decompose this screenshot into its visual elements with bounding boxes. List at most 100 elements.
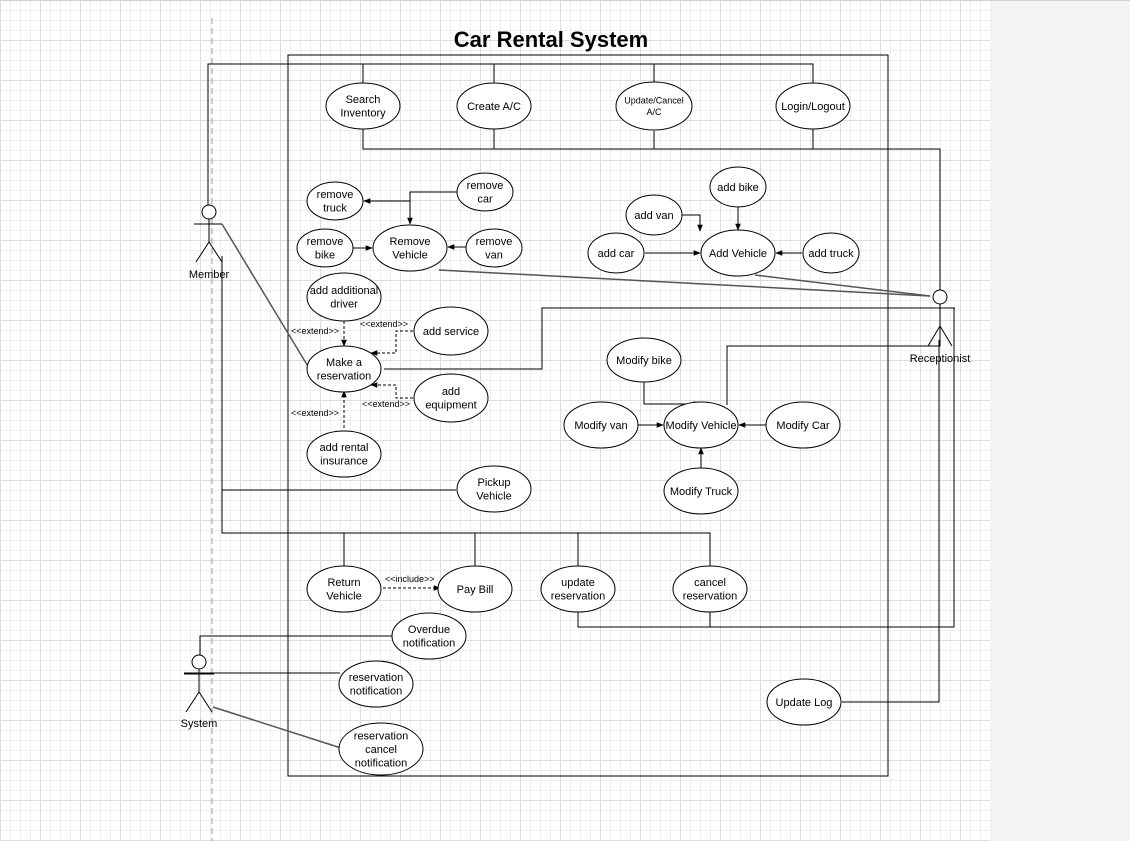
use-case-remove-van[interactable]: remove van (465, 228, 523, 268)
use-case-label: Overdue (408, 624, 450, 636)
use-case-label: reservation (349, 672, 403, 684)
actor-receptionist-label: Receptionist (910, 353, 971, 365)
use-case-label: cancel (365, 744, 397, 756)
use-case-label: remove (317, 189, 354, 201)
use-case-shape (437, 565, 513, 613)
use-case-shape (413, 373, 489, 423)
actor-system[interactable] (184, 654, 214, 713)
use-case-shape (672, 565, 748, 613)
use-case-pay-bill[interactable]: Pay Bill (437, 565, 513, 613)
use-case-label: Return (327, 577, 360, 589)
use-case-shape (338, 660, 414, 708)
use-case-shape (306, 345, 382, 393)
use-case-label: Make a (326, 357, 363, 369)
use-case-modify-truck[interactable]: Modify Truck (663, 467, 739, 515)
use-case-shape (306, 430, 382, 478)
use-case-label: update (561, 577, 595, 589)
use-case-shape (413, 306, 489, 356)
use-case-label: add (442, 386, 460, 398)
use-case-add-van[interactable]: add van (625, 194, 683, 236)
use-case-add-rental-insurance[interactable]: add rental insurance (306, 430, 382, 478)
use-case-add-vehicle[interactable]: Add Vehicle (700, 229, 776, 277)
use-case-label: reservation (551, 591, 605, 603)
use-case-label: Pickup (477, 477, 510, 489)
actor-system-label: System (181, 718, 218, 730)
use-case-label: add rental (320, 442, 369, 454)
use-case-shape (615, 81, 693, 131)
diagram-title: Car Rental System (454, 27, 648, 52)
use-case-shape (563, 401, 639, 449)
use-case-label: reservation (354, 730, 408, 742)
use-case-label: notification (355, 757, 408, 769)
system-boundary (287, 54, 889, 777)
use-case-add-equipment[interactable]: add equipment (413, 373, 489, 423)
use-case-modify-van[interactable]: Modify van (563, 401, 639, 449)
use-case-shape (663, 467, 739, 515)
use-case-label: add van (634, 210, 673, 222)
use-case-shape (606, 337, 682, 383)
use-case-login-logout[interactable]: Login/Logout (775, 82, 851, 130)
use-case-label: Search (346, 94, 381, 106)
use-case-label: car (477, 194, 493, 206)
use-case-update-reservation[interactable]: update reservation (540, 565, 616, 613)
use-case-update-log[interactable]: Update Log (766, 678, 842, 726)
use-case-modify-bike[interactable]: Modify bike (606, 337, 682, 383)
use-case-label: Login/Logout (781, 101, 845, 113)
use-case-shape (306, 181, 364, 221)
actor-member-label: Member (189, 269, 230, 281)
use-case-add-car[interactable]: add car (587, 232, 645, 274)
use-case-shape (306, 272, 382, 322)
use-case-label: add truck (808, 248, 854, 260)
use-case-modify-car[interactable]: Modify Car (765, 401, 841, 449)
use-case-reservation-notification[interactable]: reservation notification (338, 660, 414, 708)
use-case-add-service[interactable]: add service (413, 306, 489, 356)
use-case-shape (391, 612, 467, 660)
use-case-label: remove (467, 180, 504, 192)
use-case-label: Pay Bill (457, 584, 494, 596)
use-case-label: Update Log (776, 697, 833, 709)
actor-member[interactable] (194, 204, 223, 263)
use-case-modify-vehicle[interactable]: Modify Vehicle (663, 401, 739, 449)
use-case-add-bike[interactable]: add bike (709, 166, 767, 208)
use-case-add-truck[interactable]: add truck (802, 232, 860, 274)
use-case-create-ac[interactable]: Create A/C (456, 82, 532, 130)
use-case-label: Add Vehicle (709, 248, 767, 260)
actor-receptionist[interactable] (925, 289, 955, 347)
use-case-shape (456, 465, 532, 513)
use-case-shape (338, 722, 424, 776)
use-case-shape (775, 82, 851, 130)
use-case-label: cancel (694, 577, 726, 589)
use-case-label: Update/Cancel (624, 95, 684, 105)
use-case-remove-car[interactable]: remove car (456, 172, 514, 212)
extend-label: <<extend>> (291, 408, 339, 418)
extend-label: <<extend>> (291, 326, 339, 336)
use-case-label: remove (476, 236, 513, 248)
use-case-label: insurance (320, 456, 368, 468)
directed-arrows (352, 191, 802, 469)
use-case-label: notification (350, 686, 403, 698)
use-case-label: Modify Vehicle (666, 420, 737, 432)
use-case-label: van (485, 250, 503, 262)
use-case-shape (372, 224, 448, 272)
use-case-shape (296, 228, 354, 268)
use-case-label: Vehicle (476, 491, 511, 503)
use-case-shape (663, 401, 739, 449)
use-case-shape (465, 228, 523, 268)
use-case-label: Vehicle (326, 591, 361, 603)
use-case-label: equipment (425, 400, 476, 412)
use-case-shape (700, 229, 776, 277)
use-case-label: Create A/C (467, 101, 521, 113)
use-case-label: add additional (310, 285, 379, 297)
